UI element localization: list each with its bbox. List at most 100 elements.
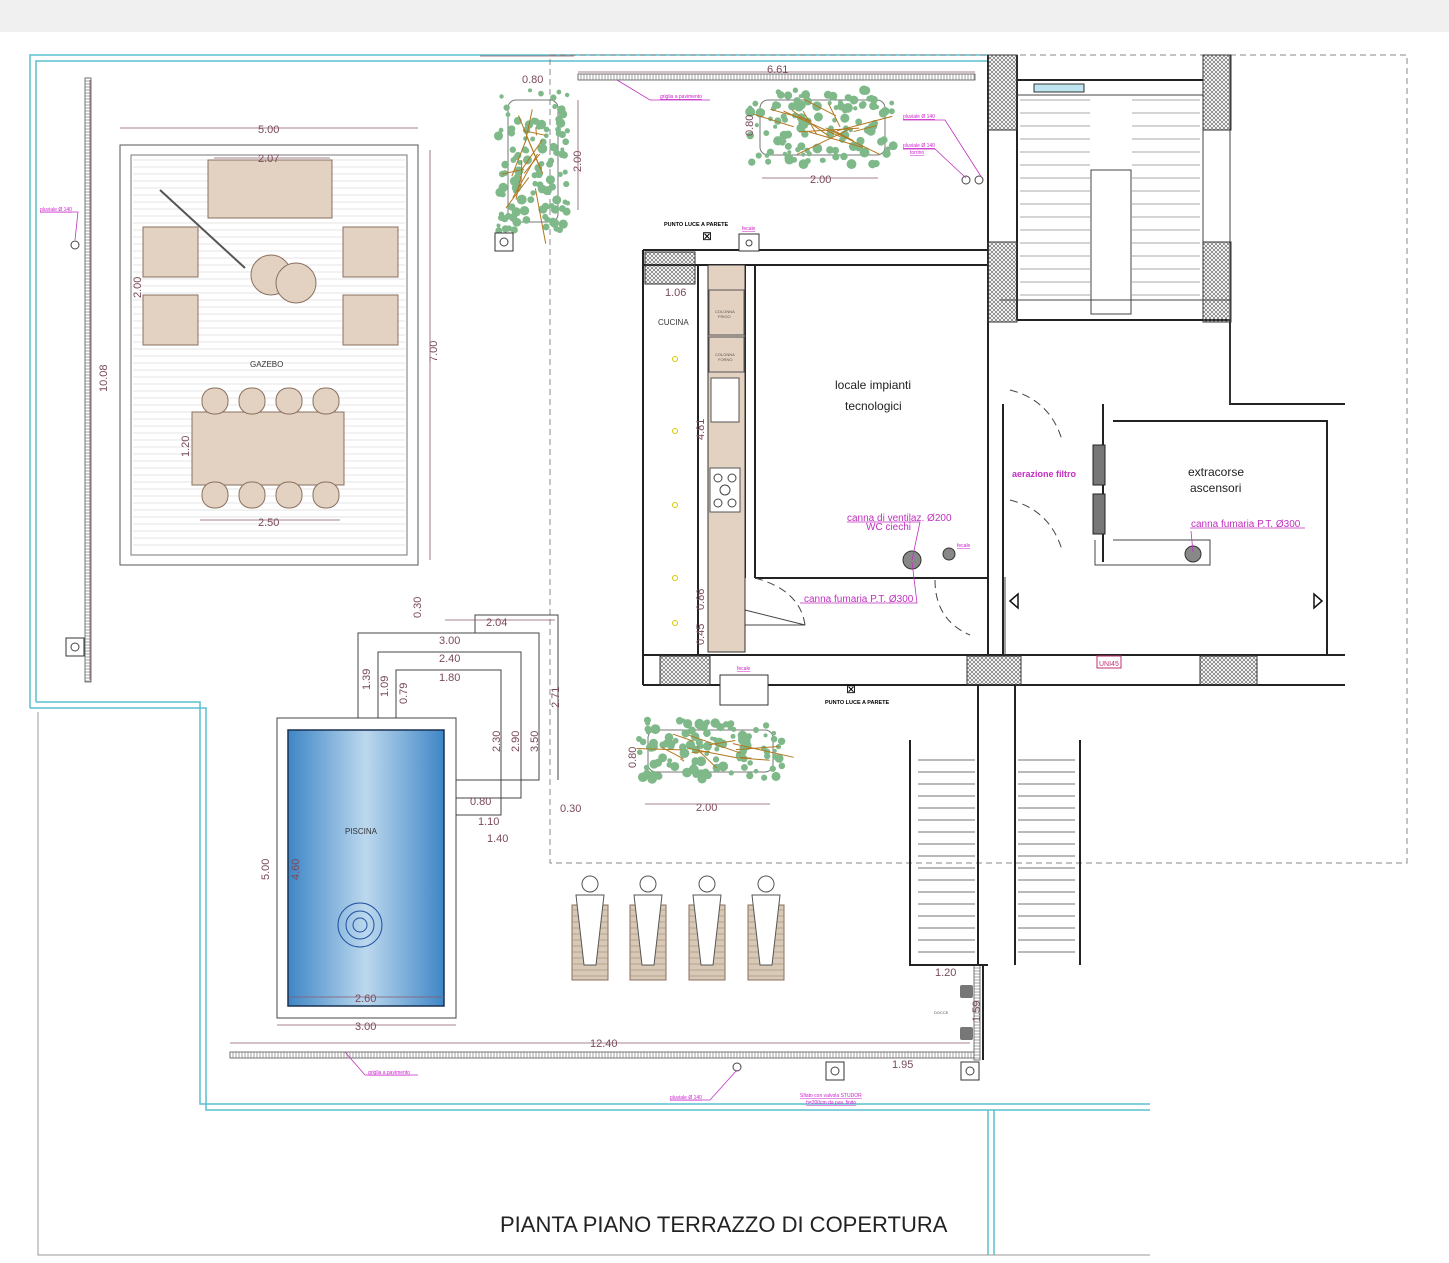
foliage: [508, 203, 516, 211]
foliage: [755, 152, 762, 159]
foliage: [548, 183, 556, 191]
foliage: [505, 112, 511, 118]
top-bar: [0, 0, 1449, 32]
branch: [511, 141, 526, 177]
foliage: [650, 724, 661, 735]
chair: [201, 387, 229, 415]
foliage: [694, 718, 705, 729]
light-icon: [672, 575, 678, 581]
planter: [759, 99, 886, 156]
foliage: [552, 104, 558, 110]
foliage: [787, 150, 792, 155]
foliage: [558, 130, 566, 139]
foliage: [503, 104, 510, 111]
foliage: [562, 199, 568, 205]
dimension-label: 3.00: [355, 1021, 376, 1033]
foliage: [797, 100, 806, 110]
dimension-label: 1.20: [935, 967, 956, 979]
foliage: [703, 719, 710, 726]
annotation-torrino: torrino: [910, 150, 924, 156]
foliage: [703, 729, 711, 738]
branch: [686, 747, 738, 759]
foliage: [542, 223, 550, 231]
light-icon: [672, 356, 678, 362]
annotation-pluviale: pluviale Ø 140: [903, 114, 935, 120]
foliage: [747, 760, 753, 766]
railings: [84, 73, 981, 1061]
foliage: [777, 737, 786, 745]
foliage: [819, 157, 825, 163]
foliage: [495, 227, 503, 235]
dimension-label: 2.00: [132, 277, 144, 298]
foliage: [765, 158, 772, 165]
foliage: [784, 142, 792, 150]
light-icon: [672, 502, 678, 508]
planters: [493, 85, 898, 784]
foliage: [753, 768, 759, 774]
dimension-label: 0.80: [744, 115, 756, 136]
foliage: [771, 771, 781, 781]
branch: [836, 115, 893, 132]
foliage: [535, 170, 543, 179]
foliage: [557, 171, 563, 177]
foliage: [888, 141, 898, 151]
pool: PISCINA: [276, 614, 559, 1019]
dimension-label: 2.90: [510, 731, 522, 752]
foliage: [639, 738, 647, 746]
dimension-label: 2.50: [258, 517, 279, 529]
dimension-label: 3.50: [529, 731, 541, 752]
foliage: [564, 128, 571, 134]
foliage: [858, 101, 866, 109]
foliage: [517, 160, 523, 166]
branch: [709, 740, 736, 746]
foliage: [728, 770, 734, 776]
dimension-label: 0.30: [412, 597, 424, 618]
annotation-wc-ciechi: WC ciechi: [866, 522, 911, 533]
foliage: [840, 113, 850, 123]
person-body: [575, 894, 605, 966]
foliage: [527, 88, 533, 93]
foliage: [555, 118, 566, 128]
foliage: [784, 91, 793, 100]
dimension-label: 1.40: [487, 833, 508, 845]
foliage: [499, 94, 504, 99]
dimension-label: 2.00: [696, 802, 717, 814]
terrace-boundary: [29, 54, 1408, 1256]
foliage: [877, 137, 885, 146]
dimension-label: 0.80: [522, 74, 543, 86]
foliage: [670, 761, 680, 772]
foliage: [778, 762, 786, 770]
foliage: [536, 181, 544, 189]
foliage: [550, 94, 557, 101]
dimension-label: 0.45: [695, 624, 707, 645]
branch: [524, 109, 533, 143]
dimension-label: 2.40: [439, 653, 460, 665]
dimension-label: 2.30: [491, 731, 503, 752]
foliage: [521, 146, 529, 154]
foliage: [782, 138, 787, 144]
annotation-pluviale: pluviale Ø 140: [903, 143, 935, 149]
foliage: [649, 738, 658, 748]
foliage: [827, 100, 832, 106]
foliage: [840, 152, 848, 161]
foliage: [712, 756, 720, 763]
foliage: [666, 761, 673, 768]
foliage: [754, 123, 759, 128]
foliage: [826, 146, 834, 154]
foliage: [509, 213, 518, 222]
foliage: [555, 126, 562, 133]
branch: [523, 130, 546, 136]
foliage: [716, 723, 725, 732]
foliage: [530, 136, 536, 142]
foliage: [771, 730, 777, 736]
foliage: [853, 106, 858, 111]
foliage: [856, 136, 865, 145]
foliage: [691, 757, 700, 766]
foliage: [499, 191, 506, 198]
annotation-ventilaz: canna di ventilaz. Ø200: [847, 513, 952, 524]
foliage: [672, 737, 679, 744]
branch: [770, 108, 812, 122]
foliage: [773, 136, 783, 146]
foliage: [690, 732, 700, 741]
branch: [501, 168, 525, 175]
